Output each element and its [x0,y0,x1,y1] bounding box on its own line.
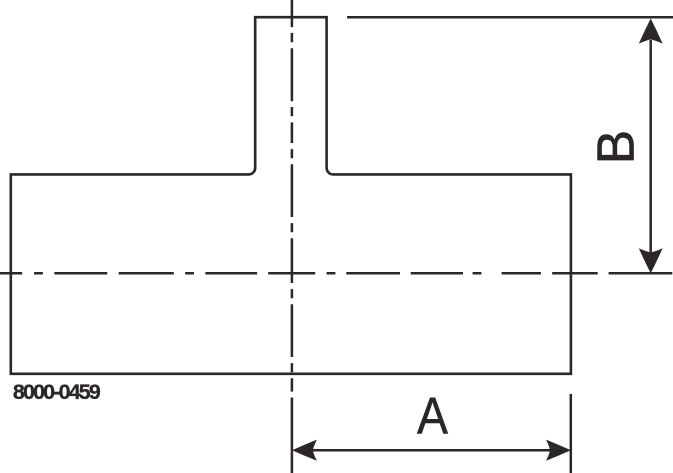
svg-text:B: B [587,130,645,164]
svg-text:8000-0459: 8000-0459 [13,380,101,404]
svg-text:A: A [417,386,449,444]
